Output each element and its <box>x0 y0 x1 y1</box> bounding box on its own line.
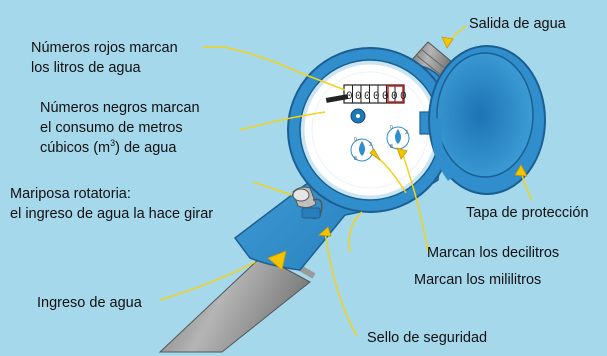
dial-face: 0000000 0 2 8 0 2 8 <box>311 71 429 189</box>
leader-lines <box>159 25 533 337</box>
label-security-seal: Sello de seguridad <box>367 330 488 346</box>
counter-digits: 0000000 <box>346 91 409 103</box>
label-milliliters: Marcan los mililitros <box>414 272 542 288</box>
label-water-inlet: Ingreso de agua <box>37 295 142 311</box>
label-rotating-butterfly: Mariposa rotatoria: el ingreso de agua l… <box>10 186 214 222</box>
label-deciliters: Marcan los decilitros <box>427 245 560 261</box>
meter-body <box>233 47 453 271</box>
label-protective-cover: Tapa de protección <box>466 205 589 221</box>
svg-text:8: 8 <box>390 144 393 150</box>
label-black-numbers: Números negros marcan el consumo de metr… <box>40 100 200 156</box>
label-red-numbers: Números rojos marcan los litros de agua <box>31 40 178 76</box>
arrowheads <box>267 36 528 271</box>
svg-text:8: 8 <box>354 156 357 162</box>
svg-text:2: 2 <box>405 130 408 136</box>
label-water-outlet: Salida de agua <box>469 16 566 32</box>
rotating-butterfly-knob <box>292 186 323 219</box>
svg-text:0: 0 <box>354 137 357 143</box>
svg-text:0: 0 <box>390 125 393 131</box>
protective-cover <box>428 45 546 195</box>
label-black-numbers-line3: cúbicos (m3) de agua <box>40 138 177 156</box>
svg-text:2: 2 <box>369 142 372 148</box>
